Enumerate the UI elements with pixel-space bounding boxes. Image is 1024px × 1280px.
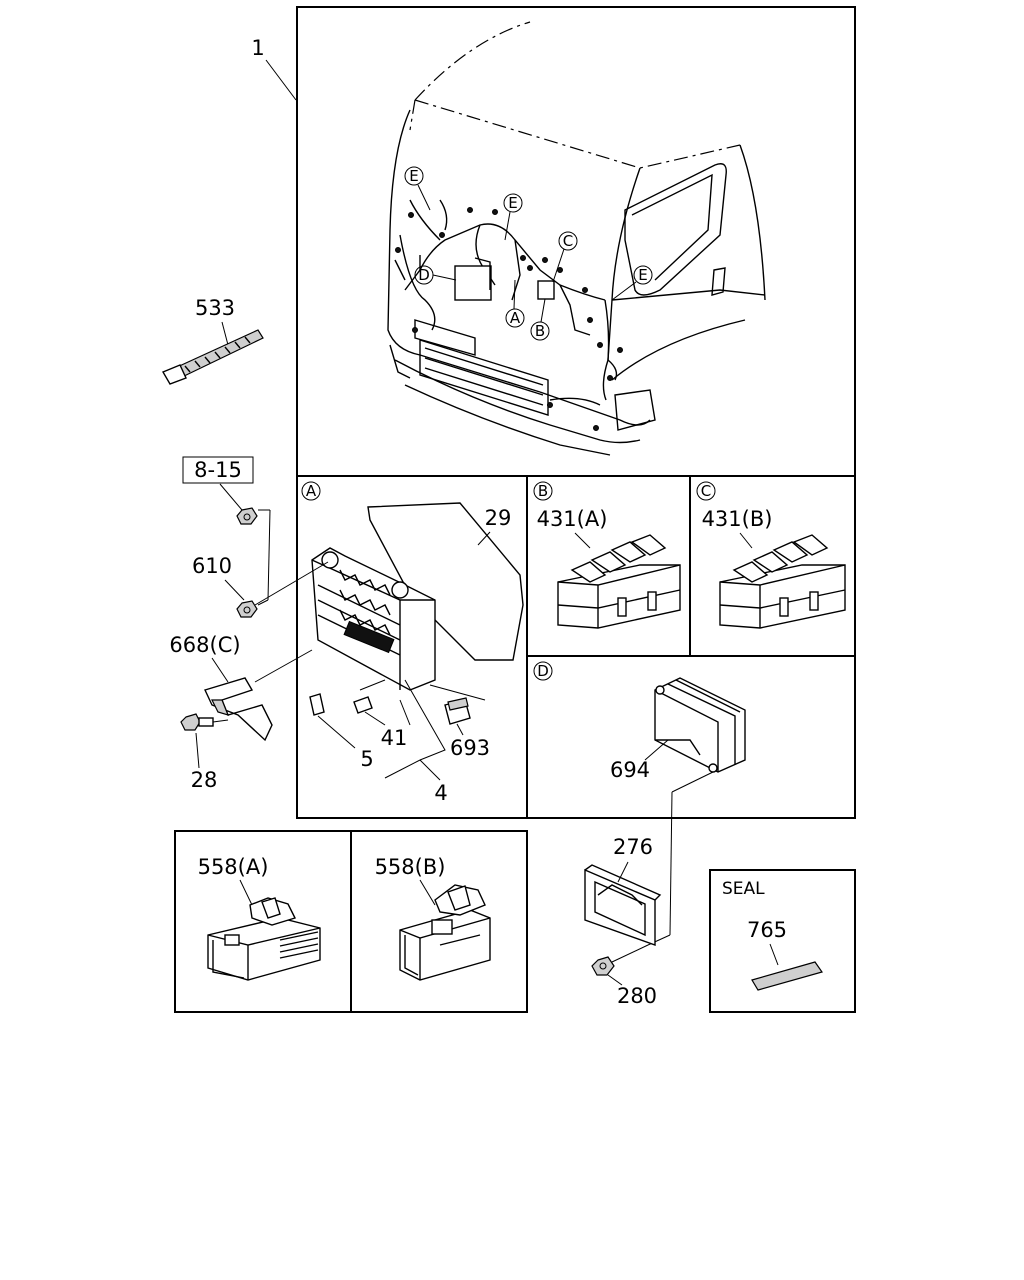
connector-558a: 558(A)	[198, 855, 321, 981]
svg-text:29: 29	[485, 506, 512, 530]
panel-a: A 29 5 41 4 693	[254, 481, 524, 805]
svg-text:A: A	[510, 309, 521, 327]
truck-cab-illustration	[387, 21, 766, 456]
svg-text:4: 4	[434, 781, 447, 805]
svg-text:558(A): 558(A)	[198, 855, 269, 879]
panel-d: D 694	[533, 661, 746, 782]
svg-text:C: C	[563, 232, 573, 250]
svg-text:D: D	[418, 266, 430, 284]
svg-text:E: E	[638, 266, 647, 284]
svg-text:C: C	[701, 482, 711, 500]
main-frame	[296, 6, 856, 819]
svg-text:280: 280	[617, 984, 657, 1008]
svg-text:A: A	[306, 482, 317, 500]
svg-text:5: 5	[360, 747, 373, 771]
callout-e-2: E	[503, 193, 523, 241]
svg-text:694: 694	[610, 758, 650, 782]
svg-text:28: 28	[191, 768, 218, 792]
svg-text:558(B): 558(B)	[375, 855, 446, 879]
svg-text:B: B	[538, 482, 548, 500]
callout-a: A	[505, 279, 525, 328]
panel-b: B 431(A)	[533, 481, 681, 629]
connector-558b: 558(B)	[375, 855, 491, 981]
panel-558	[174, 830, 528, 1013]
panel-seal: SEAL 765	[709, 869, 856, 1013]
callout-b: B	[530, 298, 550, 341]
svg-text:D: D	[537, 662, 549, 680]
svg-text:765: 765	[747, 918, 787, 942]
svg-text:693: 693	[450, 736, 490, 760]
cable-tie-533: 533	[161, 296, 264, 385]
nut-610: 610	[192, 509, 271, 618]
callout-d: D	[414, 265, 457, 285]
svg-text:276: 276	[613, 835, 653, 859]
svg-text:668(C): 668(C)	[169, 633, 240, 657]
ecu-connector-line	[647, 771, 714, 946]
callout-e-3: E	[611, 265, 653, 301]
nut-280: 280	[591, 944, 657, 1008]
svg-text:E: E	[508, 194, 517, 212]
label-1: 1	[251, 36, 297, 101]
svg-text:1: 1	[251, 36, 264, 60]
bolt-28: 28	[180, 713, 229, 792]
svg-text:431(A): 431(A)	[537, 507, 608, 531]
bracket-668c: 668(C)	[169, 633, 273, 742]
svg-text:B: B	[535, 322, 545, 340]
wire-harness	[394, 199, 623, 431]
callout-c: C	[552, 231, 578, 283]
ref-8-15: 8-15	[182, 456, 270, 525]
svg-text:E: E	[409, 167, 418, 185]
callout-e-1: E	[404, 166, 431, 211]
svg-text:610: 610	[192, 554, 232, 578]
svg-text:431(B): 431(B)	[702, 507, 773, 531]
seal-title: SEAL	[722, 879, 765, 899]
panel-c: C 431(B)	[696, 481, 846, 629]
ecu-276: 276	[584, 835, 662, 946]
svg-text:8-15: 8-15	[194, 458, 242, 482]
svg-text:533: 533	[195, 296, 235, 320]
svg-text:41: 41	[381, 726, 408, 750]
